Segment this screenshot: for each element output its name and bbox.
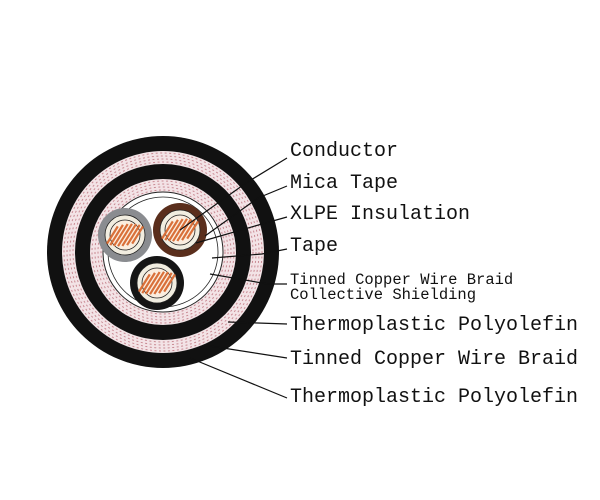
core-brown-copper-strand: [164, 219, 179, 241]
leader-line: [189, 357, 288, 399]
core-gray-copper-strand: [117, 223, 133, 247]
leader-line: [179, 157, 288, 231]
core-gray-copper-strand: [121, 223, 137, 247]
armour-braid-mesh: [69, 158, 257, 346]
leader-line: [204, 185, 288, 237]
leader-line: [211, 248, 288, 259]
core-gray-copper-strand: [126, 224, 141, 246]
core-black-copper-strand: [145, 271, 161, 295]
core-gray-copper-strand: [113, 223, 129, 247]
armour-braid-mesh: [63, 152, 263, 352]
core-brown-copper-strand: [168, 218, 184, 242]
core-black-copper-strand: [163, 273, 176, 293]
core-gray-copper-strand: [131, 225, 144, 245]
label-inner-sheath: Thermoplastic Polyolefin: [290, 314, 579, 337]
armour-braid-mesh: [66, 155, 260, 349]
leader-line: [195, 216, 288, 244]
core-gray-copper-strand: [109, 224, 124, 246]
core-gray-copper-strand: [106, 225, 119, 245]
label-collective-shield-line2: Collective Shielding: [290, 286, 477, 304]
leader-line: [209, 345, 288, 359]
collective-shield-braid-mesh: [94, 183, 232, 321]
label-outer-sheath: Thermoplastic Polyolefin: [290, 386, 579, 409]
core-black-copper-strand: [149, 271, 165, 295]
label-armour-braid: Tinned Copper Wire Braid: [290, 348, 579, 371]
core-black-copper-strand: [153, 271, 169, 295]
label-conductor: Conductor: [290, 140, 399, 163]
leader-line: [209, 273, 287, 285]
leader-line: [227, 321, 288, 325]
label-mica-tape: Mica Tape: [290, 172, 399, 195]
core-brown-copper-strand: [176, 218, 192, 242]
core-brown-copper-strand: [186, 220, 199, 240]
collective-shield-braid-mesh: [100, 189, 226, 315]
collective-shield-braid-mesh: [91, 180, 235, 324]
core-black-copper-strand: [158, 272, 173, 294]
armour-braid-mesh: [72, 161, 254, 343]
core-black-copper-strand: [138, 273, 151, 293]
collective-shield-braid-mesh: [97, 186, 229, 318]
core-brown-copper-strand: [181, 219, 196, 241]
label-xlpe-insulation: XLPE Insulation: [290, 203, 471, 226]
label-collective-shield-line1: Tinned Copper Wire Braid: [290, 271, 514, 289]
core-brown-copper-strand: [161, 220, 174, 240]
label-tape: Tape: [290, 235, 339, 258]
core-black-copper-strand: [141, 272, 156, 294]
